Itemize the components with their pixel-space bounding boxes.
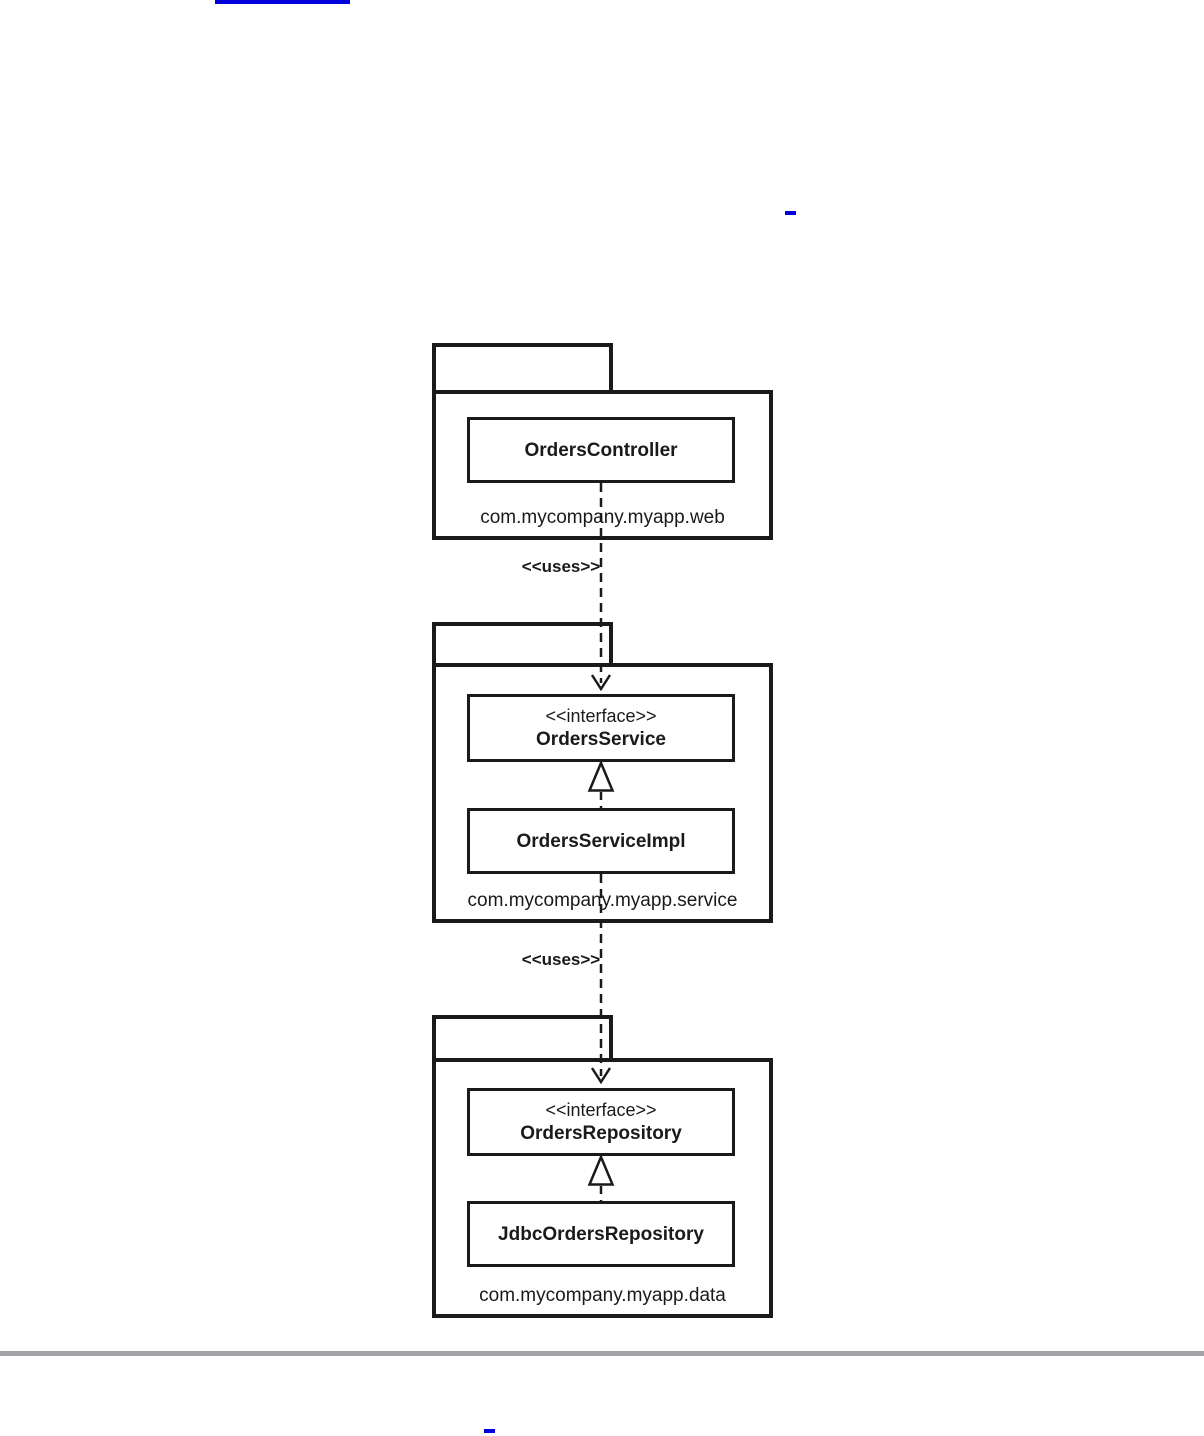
package-web-label: com.mycompany.myapp.web [480,507,725,528]
mid-link-underline[interactable] [785,211,796,215]
package-service-tab [432,622,613,663]
bottom-link-underline[interactable] [484,1429,495,1433]
interface-ordersservice-stereotype: <<interface>> [545,706,657,726]
class-ordersserviceimpl-name: OrdersServiceImpl [516,830,686,852]
package-service-label: com.mycompany.myapp.service [467,890,738,911]
package-data-label: com.mycompany.myapp.data [479,1285,726,1306]
class-ordersserviceimpl: OrdersServiceImpl [467,808,735,874]
interface-ordersservice-name: OrdersService [536,729,666,750]
class-jdbcordersrepository: JdbcOrdersRepository [467,1201,735,1267]
uses-label-web-to-service: <<uses>> [521,557,601,576]
package-web-tab [432,343,613,390]
top-link-underline[interactable] [215,0,350,4]
class-orderscontroller-name: OrdersController [524,439,678,461]
uses-label-service-to-data: <<uses>> [521,950,601,969]
interface-ordersrepository-stereotype: <<interface>> [545,1100,657,1120]
class-jdbcordersrepository-name: JdbcOrdersRepository [498,1223,704,1245]
horizontal-divider [0,1351,1204,1356]
package-data-tab [432,1015,613,1058]
interface-ordersrepository: <<interface>> OrdersRepository [467,1088,735,1156]
class-orderscontroller: OrdersController [467,417,735,483]
interface-ordersservice: <<interface>> OrdersService [467,694,735,762]
interface-ordersrepository-name: OrdersRepository [520,1123,682,1144]
